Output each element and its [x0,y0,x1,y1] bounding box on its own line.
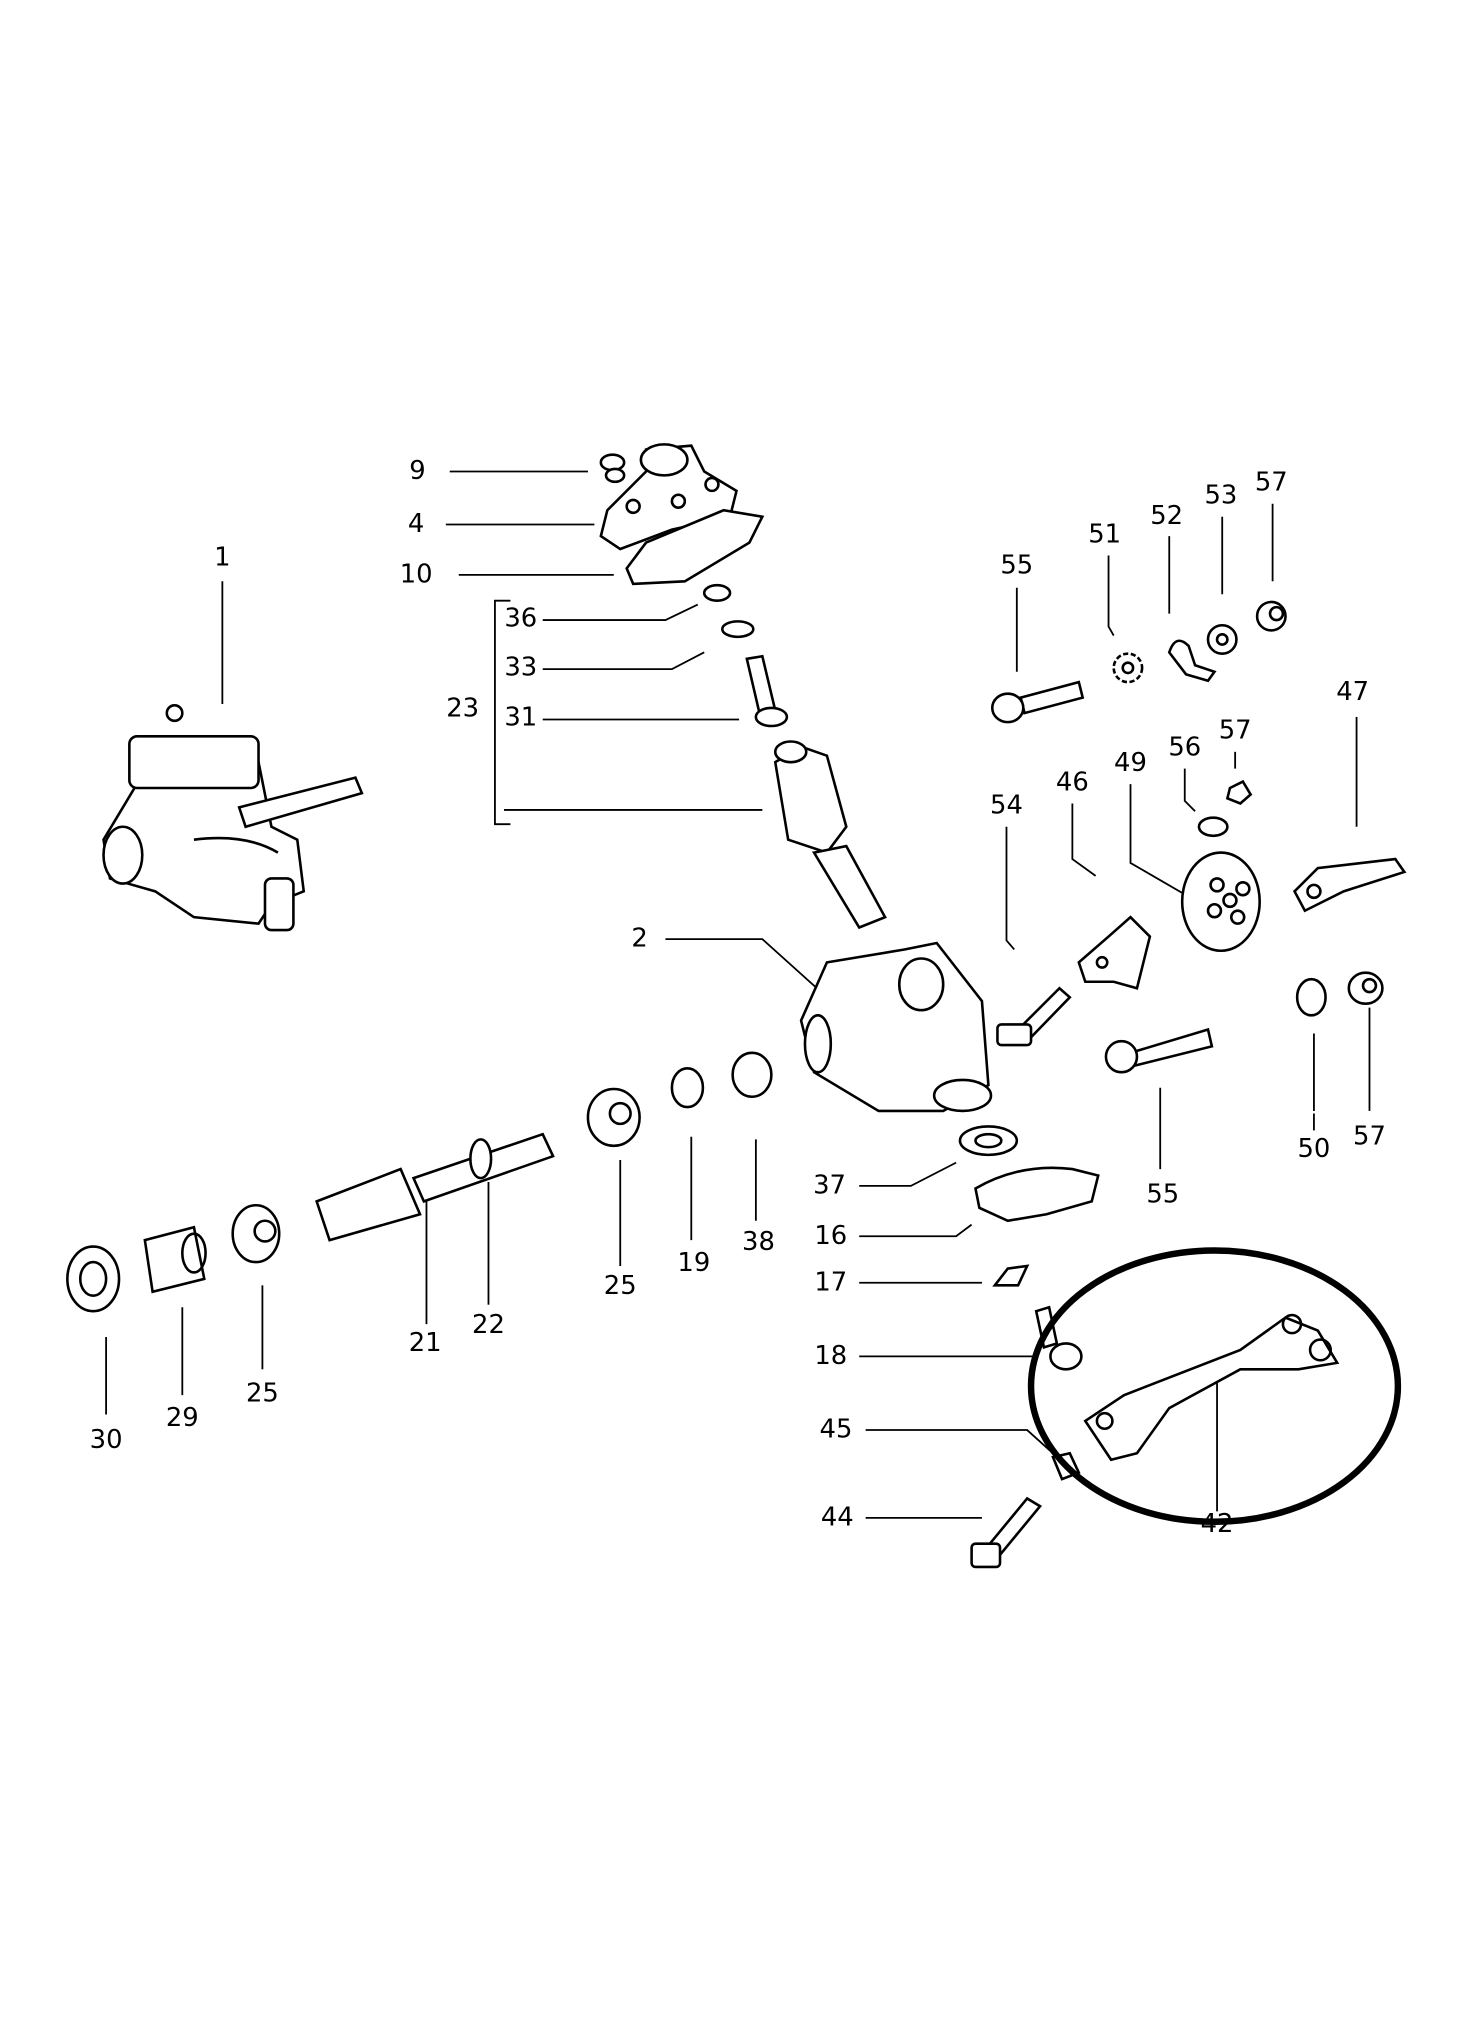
cover-gasket [625,508,765,586]
callout-29: 29 [166,1403,199,1433]
callout-52: 52 [1150,501,1183,531]
callout-1: 1 [214,543,230,573]
nut-57-bottom [1347,971,1384,1006]
nut-57-top [1255,600,1287,632]
callout-57-mid: 57 [1219,716,1252,746]
adjusting-screw-29 [143,1225,207,1294]
callout-37: 37 [813,1170,846,1200]
bolt-55-mid [1104,1027,1214,1074]
snap-ring [702,583,732,602]
highlight-circle [1027,1247,1402,1525]
callout-22: 22 [472,1310,505,1340]
callout-25-right: 25 [604,1271,637,1301]
steering-gear-housing [799,941,993,1113]
callout-36: 36 [504,603,537,633]
callout-30: 30 [90,1425,123,1455]
parts [66,443,1407,1569]
washer-53 [1206,623,1238,655]
callout-21: 21 [409,1328,442,1358]
lock-plate-52 [1167,639,1217,683]
universal-joint-47 [1292,857,1407,913]
callout-50: 50 [1297,1134,1330,1164]
washer-56 [1197,816,1229,838]
callout-44: 44 [821,1502,854,1532]
callout-25-left: 25 [246,1378,279,1408]
callout-49: 49 [1114,748,1147,778]
callout-2: 2 [631,924,647,954]
callout-23: 23 [446,694,479,724]
bearing-25-right [586,1087,641,1148]
flexible-coupling-49 [1180,851,1261,953]
callout-4: 4 [408,509,424,539]
callout-55-top: 55 [1000,550,1033,580]
flange-46 [1077,915,1152,990]
worm-shaft [773,740,887,930]
sector-shaft-21 [315,1132,555,1242]
callout-56: 56 [1168,732,1201,762]
bolt-54 [996,986,1072,1047]
bolt-55-top [990,680,1085,724]
callout-57-bottom: 57 [1353,1121,1386,1151]
adjuster-plug [599,453,626,484]
callout-31: 31 [504,703,537,733]
lock-washer-51 [1112,652,1144,684]
washer-50 [1295,977,1327,1017]
callout-51: 51 [1088,519,1121,549]
callout-18: 18 [814,1341,847,1371]
bearing-25-left [231,1203,281,1264]
bolt-18 [1034,1305,1083,1371]
callout-17: 17 [814,1267,847,1297]
leader-lines [105,470,1371,1519]
callout-45: 45 [820,1415,853,1445]
callout-10: 10 [400,559,433,589]
callout-38: 38 [742,1227,775,1257]
callout-53: 53 [1204,481,1237,511]
steering-box-assembly [102,704,364,932]
callout-47: 47 [1336,677,1369,707]
lock-plate-17 [992,1264,1030,1287]
callout-19: 19 [677,1248,710,1278]
washer-19 [670,1067,705,1109]
seal-37 [958,1125,1019,1157]
pitman-arm-16 [974,1166,1100,1223]
callout-9: 9 [409,456,425,486]
callout-labels: 1 9 4 10 36 33 31 23 2 55 51 52 53 57 47… [90,456,1386,1539]
nut-57-mid [1225,779,1253,805]
idler-arm-42 [1083,1313,1340,1462]
bolt-44 [970,1496,1043,1569]
worm-adjuster-screw [745,654,789,728]
washer [720,620,755,639]
seal-22 [469,1138,493,1180]
callout-16: 16 [814,1221,847,1251]
callout-57-top: 57 [1255,468,1288,498]
callout-33: 33 [504,652,537,682]
callout-46: 46 [1056,767,1089,797]
bushing-38 [731,1051,773,1099]
callout-55-bottom: 55 [1146,1179,1179,1209]
housing-cover [599,443,738,551]
callout-54: 54 [990,791,1023,821]
nut-30 [66,1245,121,1313]
callout-42: 42 [1201,1509,1234,1539]
